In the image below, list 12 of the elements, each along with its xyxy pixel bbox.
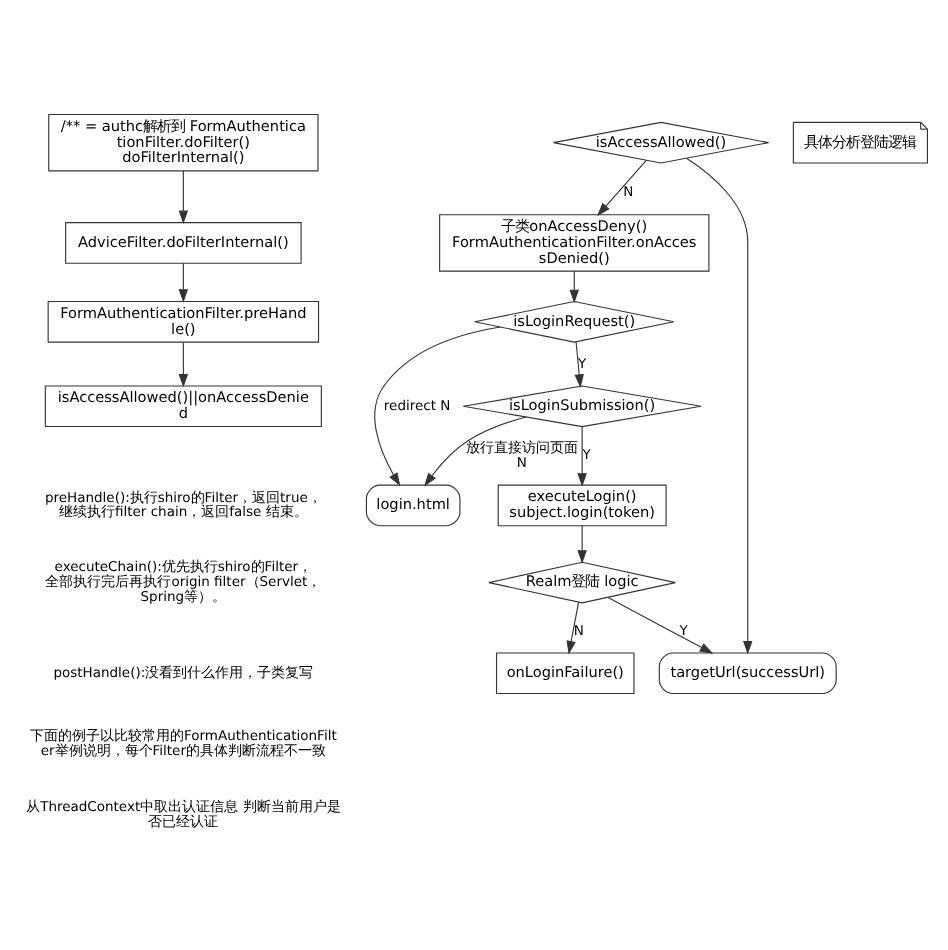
arrow (178, 170, 189, 225)
arrow (574, 341, 584, 388)
arrow (374, 326, 502, 487)
arrow (607, 596, 714, 654)
arrow (597, 159, 647, 216)
arrow (566, 601, 580, 655)
arrow (178, 262, 189, 303)
arrow (569, 270, 579, 304)
arrow (686, 157, 753, 655)
arrow (424, 416, 527, 487)
arrow (577, 525, 587, 564)
arrow (178, 341, 189, 388)
